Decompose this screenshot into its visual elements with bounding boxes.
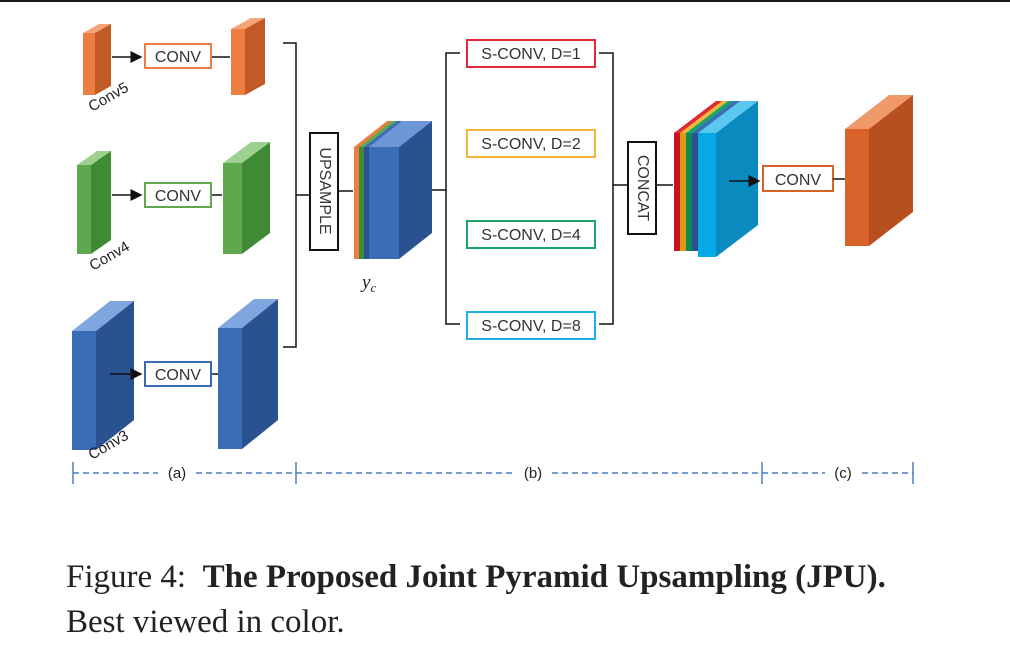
concat-feature-stack	[674, 101, 758, 257]
figure-caption: Figure 4: The Proposed Joint Pyramid Ups…	[66, 555, 926, 645]
svg-text:CONV: CONV	[155, 367, 202, 384]
conv4-output-block	[223, 142, 270, 254]
conv5-conv-box: CONV	[144, 43, 212, 69]
sconv-d8-box: S-CONV, D=8	[466, 311, 596, 340]
svg-text:CONV: CONV	[155, 49, 202, 66]
upsample-box: UPSAMPLE	[309, 132, 339, 251]
section-label-a: (a)	[168, 465, 186, 482]
sconv-d4-box: S-CONV, D=4	[466, 220, 596, 249]
svg-text:CONV: CONV	[155, 188, 202, 205]
output-block	[845, 95, 913, 246]
branch-bracket	[283, 42, 297, 348]
conv5-input-block	[83, 24, 111, 95]
sconv-d2-box: S-CONV, D=2	[466, 129, 596, 158]
section-label-c: (c)	[834, 465, 852, 482]
svg-text:S-CONV, D=2: S-CONV, D=2	[481, 136, 581, 153]
sconv-right-bracket	[599, 52, 614, 325]
sconv-left-bracket	[445, 52, 460, 325]
section-label-b: (b)	[524, 465, 542, 482]
caption-title: The Proposed Joint Pyramid Upsampling (J…	[202, 559, 886, 595]
caption-suffix: Best viewed in color.	[66, 604, 345, 640]
final-conv-box: CONV	[762, 165, 834, 192]
svg-text:CONCAT: CONCAT	[634, 155, 651, 222]
svg-text:UPSAMPLE: UPSAMPLE	[316, 147, 333, 234]
yc-label: yc	[360, 272, 376, 295]
svg-text:S-CONV, D=8: S-CONV, D=8	[481, 318, 581, 335]
conv3-conv-box: CONV	[144, 361, 212, 387]
svg-text:S-CONV, D=1: S-CONV, D=1	[481, 46, 581, 63]
yc-feature-stack	[354, 121, 432, 259]
concat-box: CONCAT	[627, 141, 657, 235]
conv4-conv-box: CONV	[144, 182, 212, 208]
conv5-output-block	[231, 18, 265, 95]
conv3-output-block	[218, 299, 278, 449]
svg-text:S-CONV, D=4: S-CONV, D=4	[481, 227, 581, 244]
sconv-d1-box: S-CONV, D=1	[466, 39, 596, 68]
conv4-input-block	[77, 151, 111, 254]
svg-text:CONV: CONV	[775, 172, 822, 189]
jpu-diagram: CONV Conv5 CONV Conv4 CONV Conv3	[72, 18, 914, 484]
conv3-input-block	[72, 301, 134, 450]
section-bar: (a) (b) (c)	[72, 462, 914, 484]
top-rule	[0, 0, 1010, 2]
caption-prefix: Figure 4:	[66, 559, 187, 595]
